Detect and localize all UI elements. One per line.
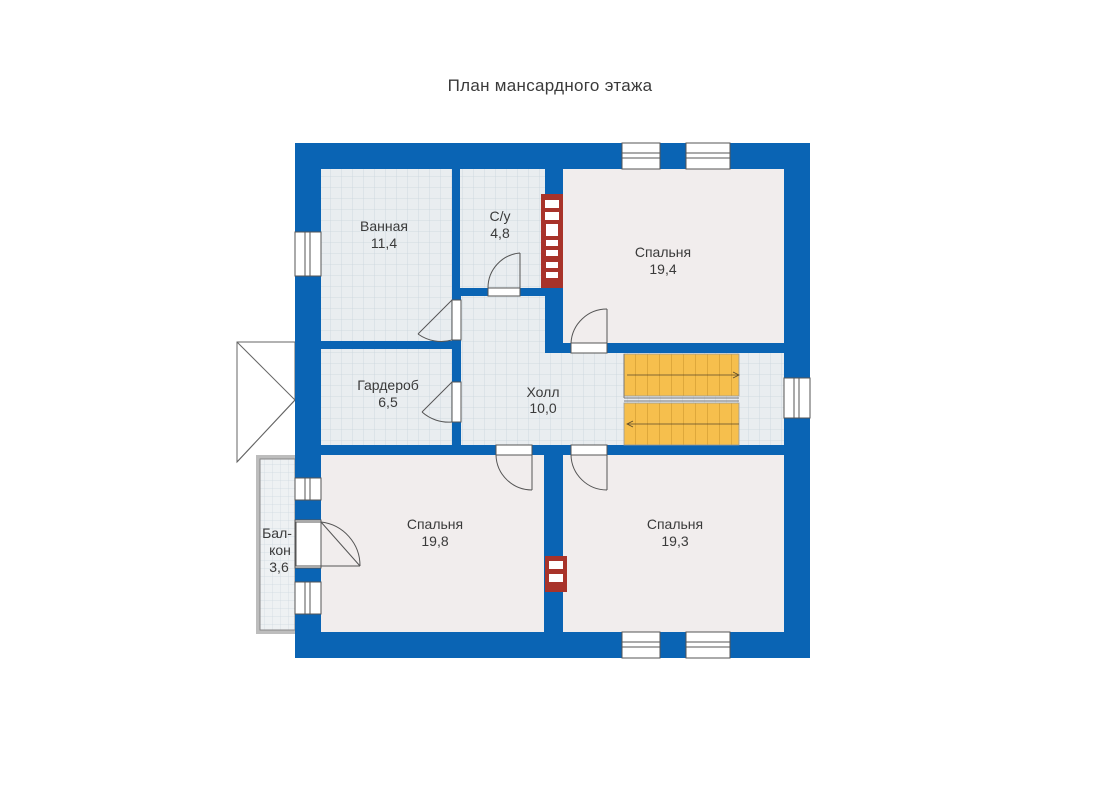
label-bedroom-se-name: Спальня — [647, 516, 703, 532]
label-bedroom-se-area: 19,3 — [661, 533, 688, 549]
room-labels: Ванная 11,4 С/у 4,8 Спальня 19,4 Гардеро… — [262, 208, 703, 575]
room-wc — [460, 169, 545, 288]
label-wc-area: 4,8 — [490, 225, 510, 241]
label-bedroom-ne-name: Спальня — [635, 244, 691, 260]
label-balcony-name-2: кон — [269, 542, 291, 558]
room-bedroom-ne — [563, 169, 784, 343]
doors — [295, 252, 608, 567]
label-bedroom-ne-area: 19,4 — [649, 261, 676, 277]
chimney-bottom — [545, 556, 567, 592]
chimney-top — [541, 194, 563, 288]
label-bathroom-area: 11,4 — [371, 235, 397, 251]
room-bedroom-se — [563, 455, 784, 632]
label-balcony-area: 3,6 — [269, 559, 289, 575]
label-bedroom-sw-area: 19,8 — [421, 533, 448, 549]
label-bathroom-name: Ванная — [360, 218, 408, 234]
roof-projection — [236, 341, 296, 464]
label-balcony-name-1: Бал- — [262, 525, 292, 541]
staircase — [623, 353, 740, 446]
room-bedroom-sw — [321, 455, 544, 632]
room-bathroom — [321, 169, 452, 341]
balcony — [256, 455, 296, 634]
label-bedroom-sw-name: Спальня — [407, 516, 463, 532]
label-wc-name: С/у — [490, 208, 511, 224]
label-wardrobe-name: Гардероб — [357, 377, 419, 393]
label-hall-area: 10,0 — [529, 400, 556, 416]
windows — [294, 142, 811, 659]
plan-title: План мансардного этажа — [447, 76, 653, 95]
label-hall-name: Холл — [527, 384, 560, 400]
room-wardrobe — [321, 349, 452, 445]
label-wardrobe-area: 6,5 — [378, 394, 398, 410]
